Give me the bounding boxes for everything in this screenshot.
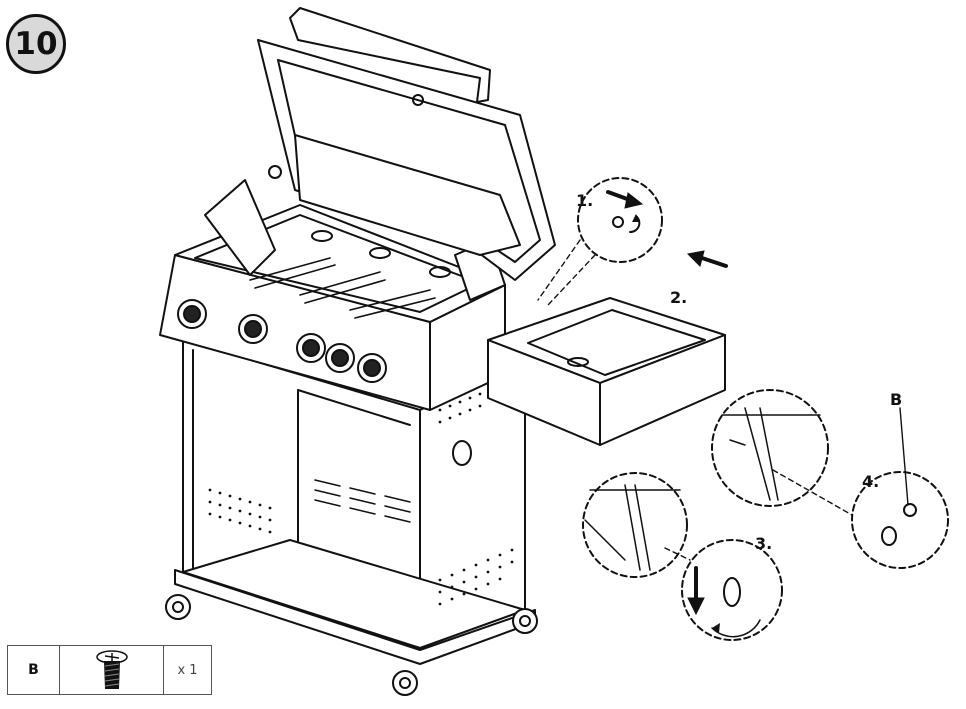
arrow-step1-icon xyxy=(606,190,644,209)
grill-wheels xyxy=(165,594,538,696)
part-quantity: x 1 xyxy=(177,662,198,678)
screw-icon xyxy=(95,650,128,689)
grill-cart xyxy=(174,339,536,665)
callout-step1: 1. xyxy=(576,191,594,210)
callout-step4: 4. xyxy=(862,472,880,491)
rotate-ccw-icon xyxy=(712,623,720,633)
grill-lid xyxy=(257,7,556,281)
detail-part-b-circle xyxy=(772,407,949,569)
part-letter: B xyxy=(8,646,60,694)
detail-step4-circle xyxy=(711,389,829,507)
arrow-slide-shelf-icon xyxy=(686,250,728,268)
detail-step1-circle xyxy=(537,177,663,306)
parts-table: B x 1 xyxy=(7,645,212,695)
arrow-down-icon xyxy=(687,566,705,616)
step-number-badge: 10 xyxy=(6,14,66,74)
control-knobs xyxy=(177,299,387,383)
detail-screw-circle xyxy=(664,539,783,641)
rotate-arrow-icon xyxy=(632,214,640,222)
callout-step3: 3. xyxy=(755,534,773,553)
callout-step2: 2. xyxy=(670,288,688,307)
callout-part-b: B xyxy=(890,390,903,409)
detail-step3-circle xyxy=(582,472,688,578)
side-shelf xyxy=(487,297,726,446)
grill-firebox xyxy=(159,179,506,411)
part-image xyxy=(60,646,164,694)
